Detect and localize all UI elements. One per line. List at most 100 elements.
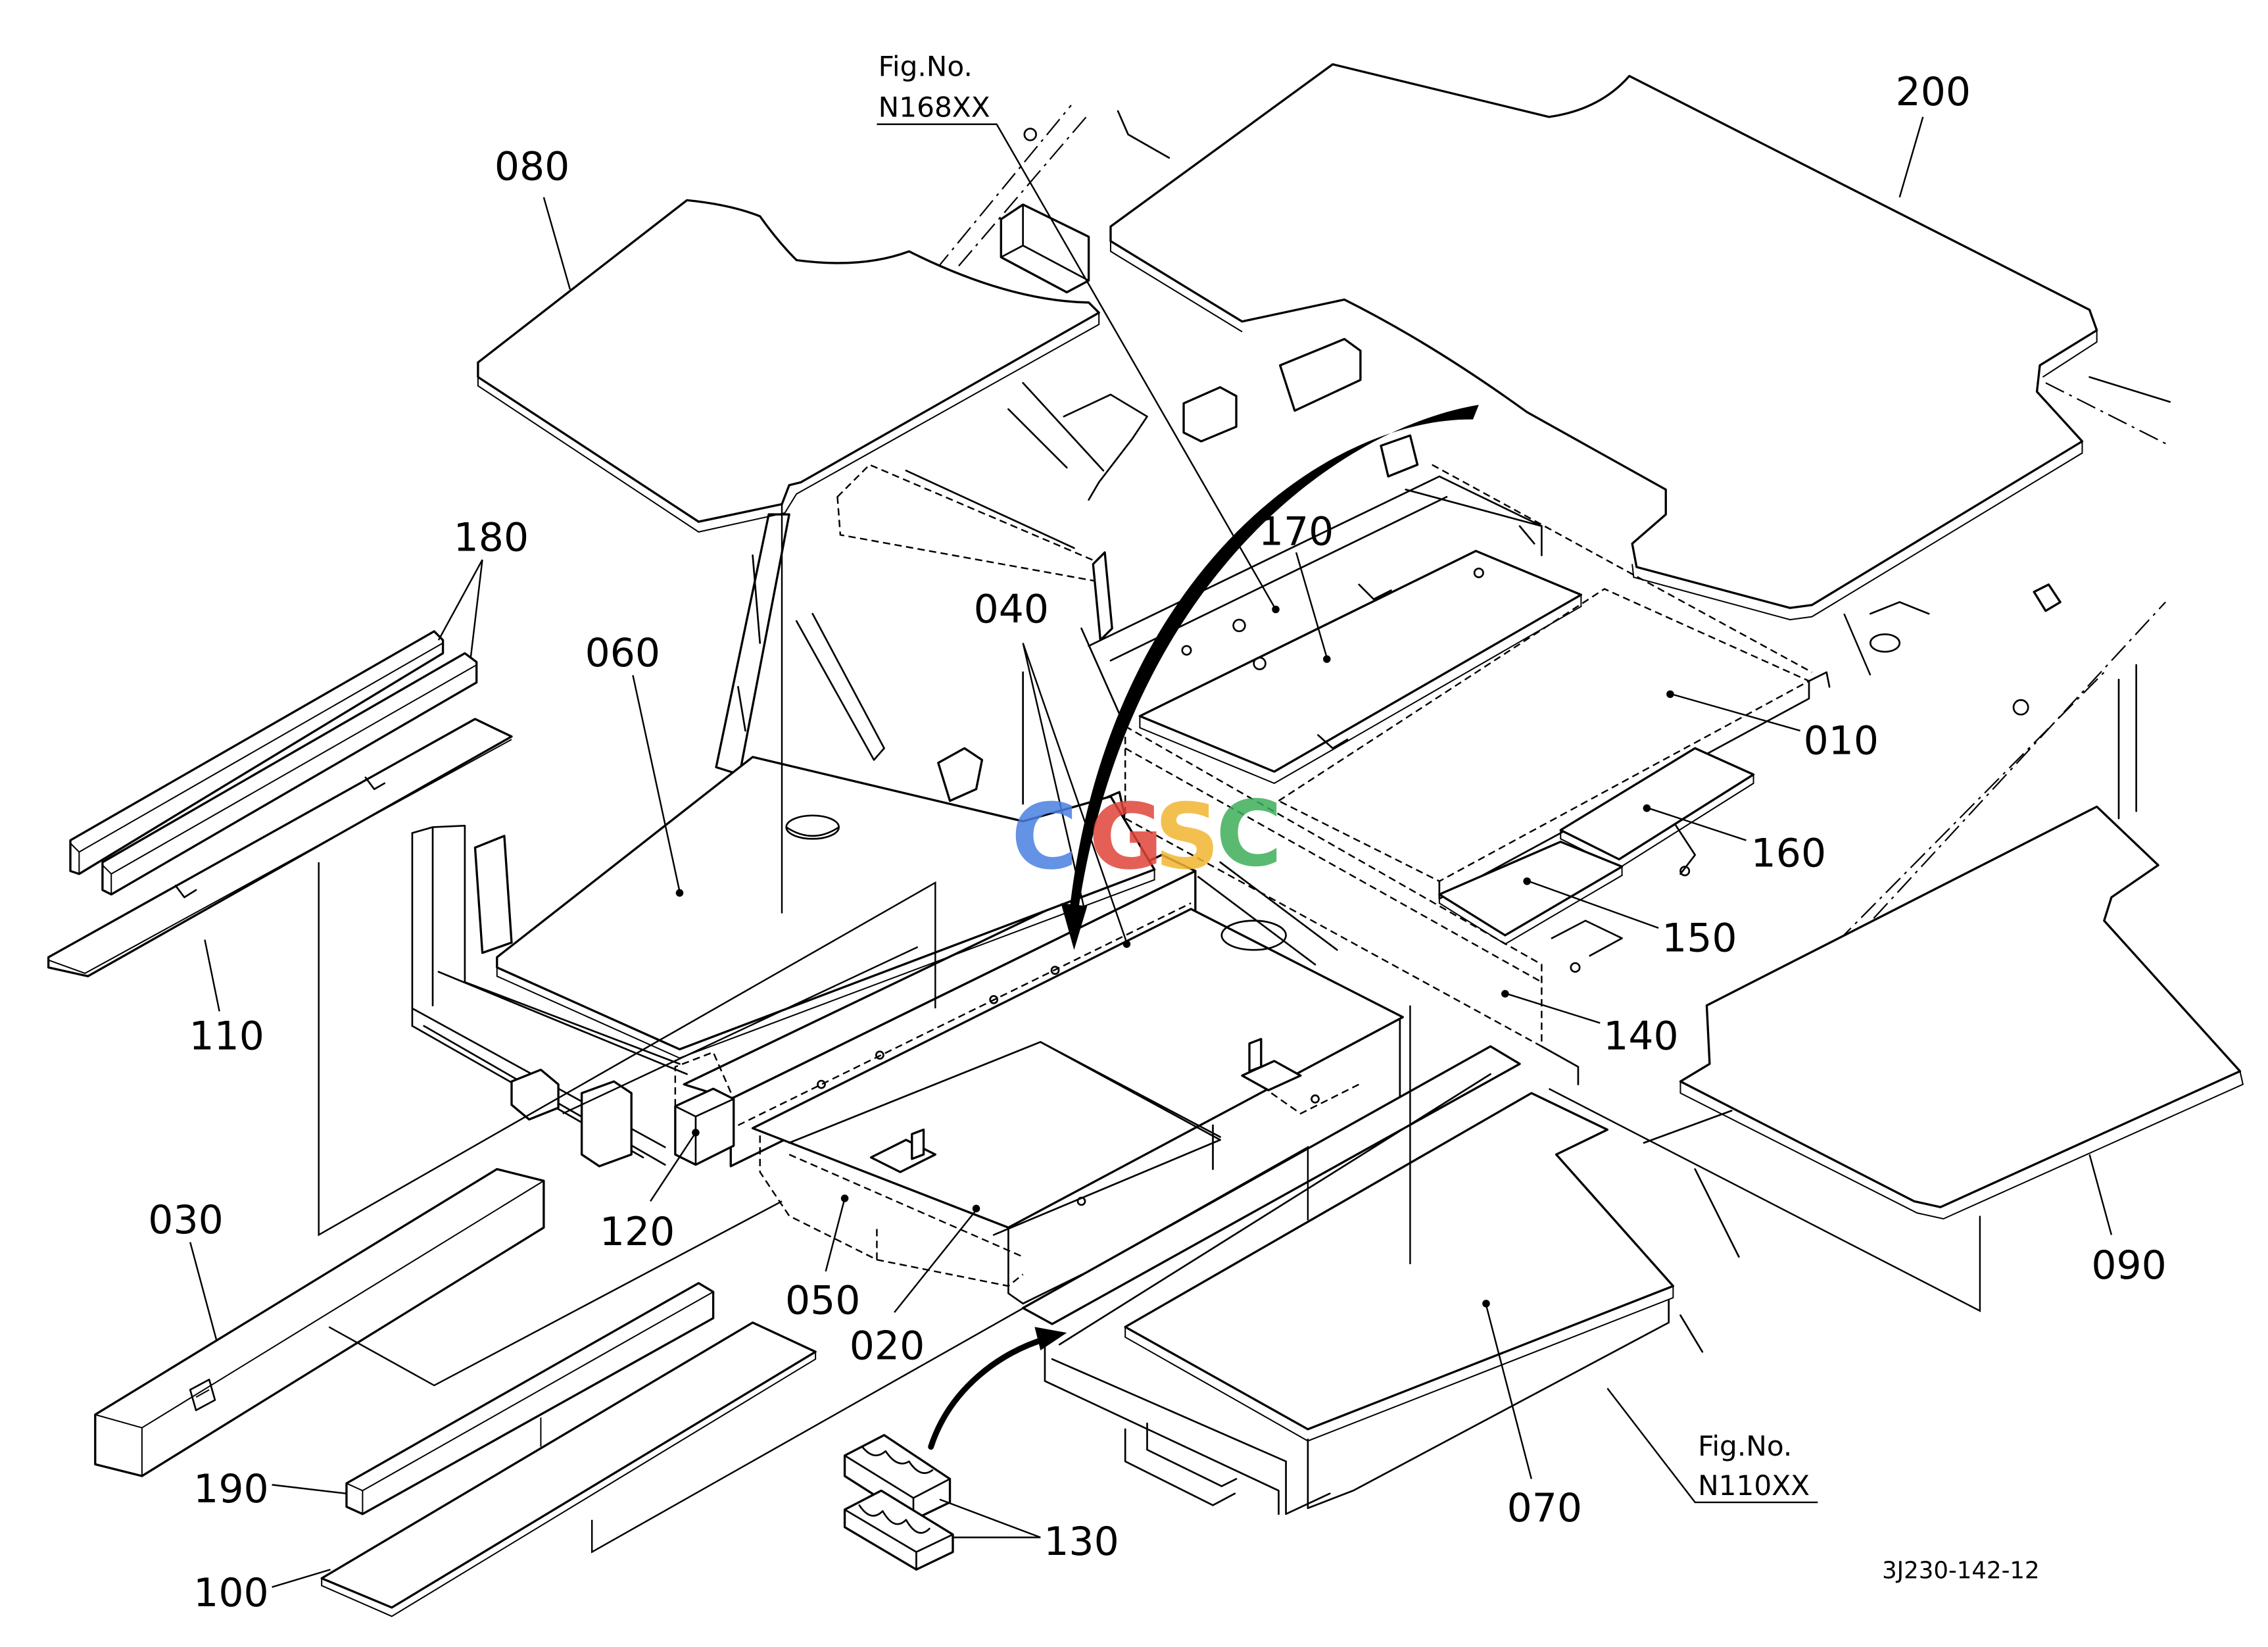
leader-dot (692, 1129, 700, 1137)
part-130-clip-lower-detail (844, 1504, 954, 1571)
part-120-block (674, 1051, 735, 1166)
floor-bracket-tab (911, 1128, 925, 1160)
leader-140 (1506, 993, 1601, 1024)
assembly-arrows (928, 405, 1479, 1450)
leader-dot (1643, 804, 1651, 812)
beam-hole (875, 1050, 884, 1060)
left-cab-pillar-detail (737, 554, 761, 732)
fig-ref-number: N110XX (1698, 1469, 1810, 1502)
leader-110 (204, 939, 220, 1012)
part-090-edge (1679, 1071, 2244, 1220)
part-070-surface (1124, 1092, 1675, 1431)
upper-bracket-detail (1000, 203, 1090, 282)
frame-foot (580, 1080, 633, 1168)
part-150-surface (1438, 841, 1624, 937)
part-090-panel (1679, 805, 2244, 1220)
assembly-line (328, 1200, 783, 1387)
frame-pit (1220, 920, 1287, 951)
leader-160 (1648, 807, 1747, 841)
part-130-clips (843, 1434, 954, 1571)
callout-080: 080 (495, 143, 569, 189)
left-floor-frame (411, 824, 688, 1168)
beam-dashed-edge (737, 902, 1192, 1126)
watermark-letter: C (1011, 785, 1078, 890)
part-060-mat (496, 756, 1156, 1059)
watermark-letter: G (1089, 785, 1163, 890)
leader-dot (1501, 990, 1509, 998)
leader-150 (1528, 880, 1659, 929)
frame-pit-line (1197, 861, 1338, 966)
leader-dot (840, 1194, 849, 1202)
right-lower-frame-inner (1051, 1073, 1491, 1463)
part-170-hole (1473, 567, 1484, 578)
cab-frame-structure (715, 105, 2171, 1353)
part-170-notch (1358, 583, 1392, 601)
part-190-body (345, 1282, 715, 1515)
floor-hole (1869, 633, 1901, 653)
right-lower-frame (1021, 1045, 1670, 1515)
left-frame-post (411, 824, 466, 1027)
part-100-strip (320, 1321, 817, 1617)
left-cab-pillar (715, 513, 790, 776)
fig-ref-label: Fig.No. (1698, 1430, 1792, 1462)
callout-160: 160 (1751, 831, 1826, 877)
part-110-notch (364, 776, 386, 791)
callout-130: 130 (1044, 1519, 1119, 1565)
callout-020: 020 (850, 1323, 925, 1369)
leader-020 (894, 1209, 977, 1313)
callout-180: 180 (454, 515, 529, 561)
leader-190 (272, 1484, 347, 1494)
callout-090: 090 (2091, 1242, 2166, 1289)
leader-040 (1022, 643, 1128, 943)
leader-200 (1898, 116, 1924, 198)
leader-dot (1523, 877, 1531, 885)
part-030-window (189, 1379, 216, 1412)
upper-pillar-line (958, 113, 1090, 267)
bolt-hole (1181, 645, 1192, 656)
bolt-hole (2012, 699, 2029, 716)
bolt-hole (1679, 866, 1691, 877)
callout-120: 120 (600, 1209, 675, 1255)
part-110-notch (174, 885, 197, 898)
callout-050: 050 (785, 1277, 860, 1323)
callout-150: 150 (1662, 915, 1737, 961)
upper-bracket (1000, 203, 1090, 294)
fig-ref-number: N168XX (879, 91, 990, 124)
curved-arrow-small-head (1034, 1327, 1067, 1350)
leader-080 (543, 197, 571, 290)
part-030-edge (95, 1180, 544, 1477)
small-bracket (1279, 337, 1362, 412)
assembly-line (1843, 613, 1871, 676)
leader-dot (675, 889, 684, 897)
figure-references: Fig.No. N168XX Fig.No. N110XX (879, 51, 1810, 1502)
part-180-strip-edge (102, 664, 477, 895)
assembly-lines (318, 504, 1981, 1554)
leader-170 (1295, 552, 1328, 658)
part-130-clip-lower (843, 1489, 954, 1571)
assembly-line (591, 1146, 1309, 1554)
frame-rail (1405, 488, 1543, 556)
leader-dot (1482, 1300, 1490, 1308)
curved-arrow-large-head (1061, 903, 1088, 950)
part-callouts: 080 200 180 060 040 170 010 160 150 140 … (148, 69, 2166, 1616)
part-200-surface (1109, 63, 2098, 609)
right-structure-line (2045, 382, 2171, 447)
left-frame-top-member (437, 971, 688, 1075)
leader-130 (939, 1498, 1041, 1538)
bolt-hole (1023, 128, 1037, 141)
frame-bracket (1380, 434, 1419, 478)
part-020-outline (788, 1041, 1221, 1236)
beam-hole (1050, 966, 1060, 975)
callout-040: 040 (974, 586, 1049, 632)
part-180-strip-edge (70, 642, 444, 874)
bolt-hole (1232, 618, 1246, 633)
part-110-surface (47, 718, 513, 977)
part-100-edge (321, 1352, 817, 1617)
part-200-edge (1109, 241, 2098, 621)
right-lower-post (1643, 1110, 1740, 1353)
beam-hole (989, 995, 999, 1004)
part-120-dashed (674, 1051, 735, 1106)
beam-hole (817, 1079, 826, 1089)
part-050-outline (759, 1135, 1024, 1287)
